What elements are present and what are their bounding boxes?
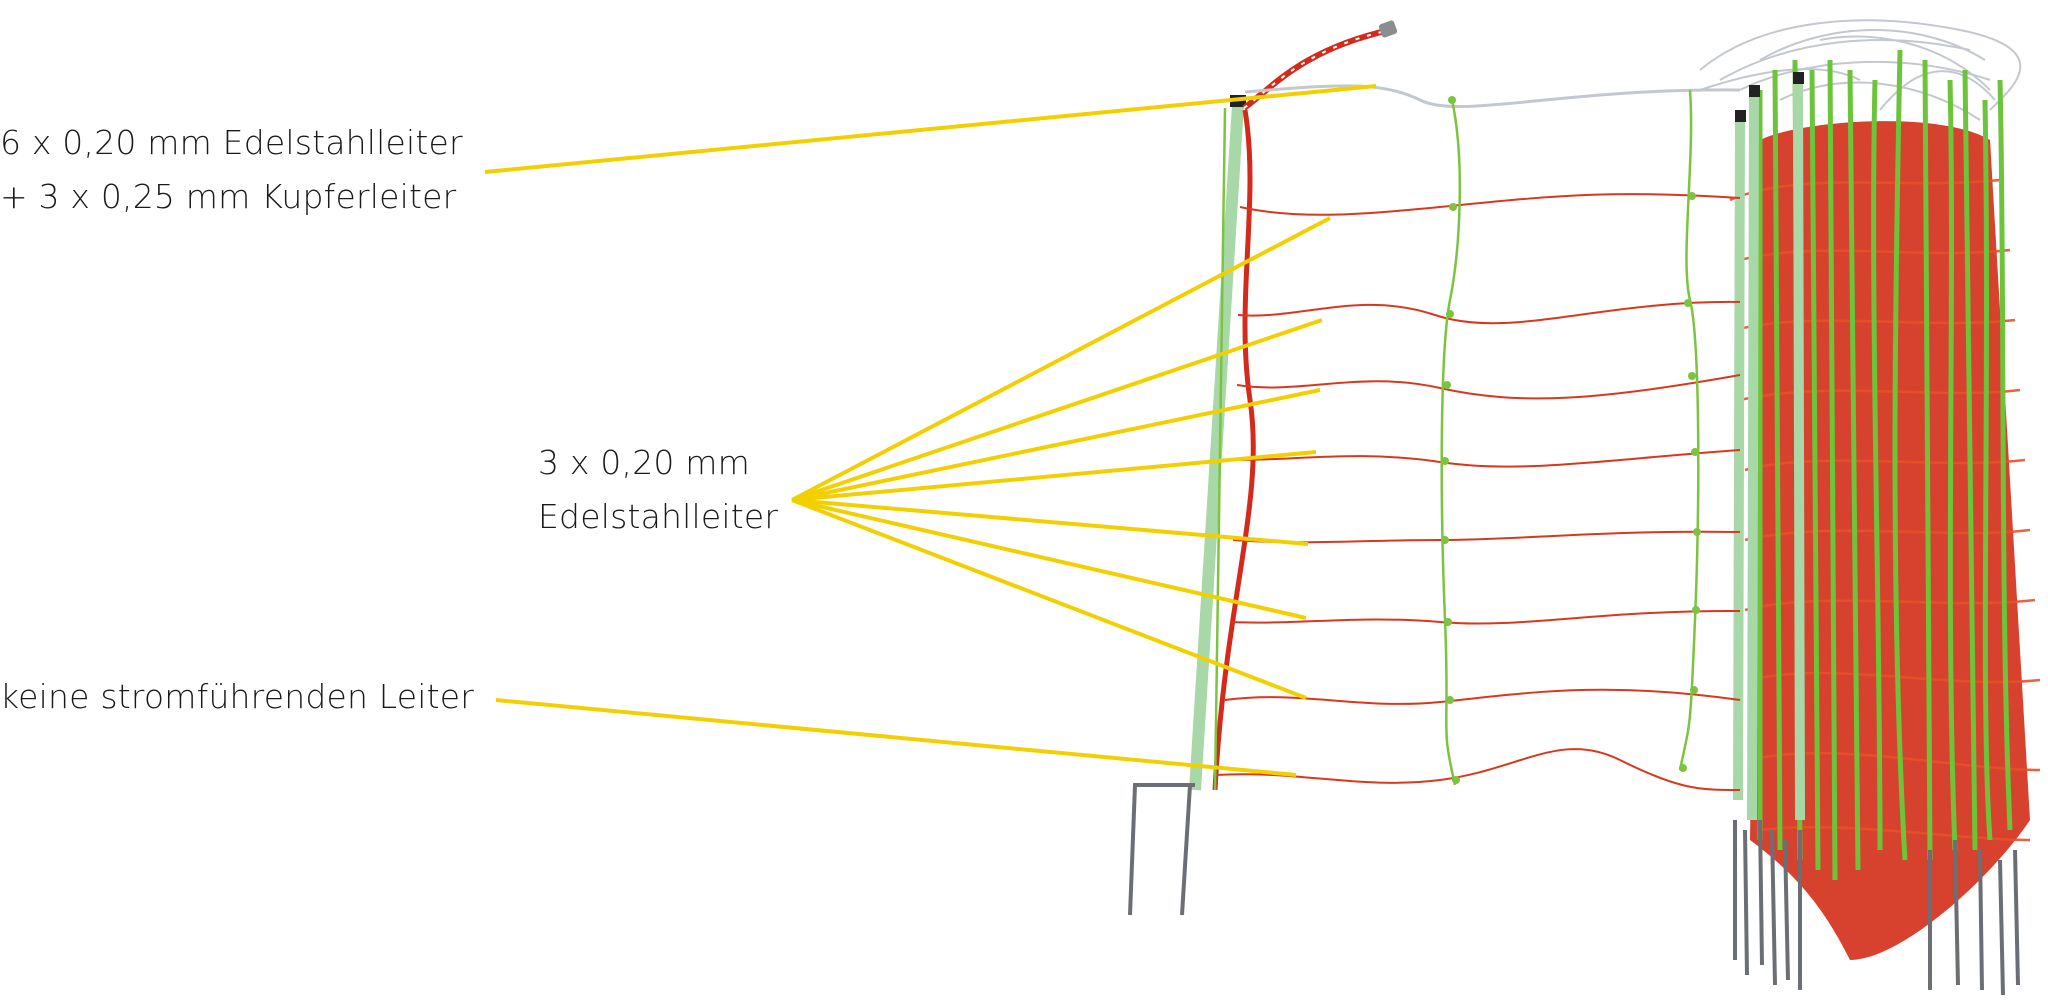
callout-line-top xyxy=(484,84,1377,174)
callout-line-1: keine stromführenden Leiter xyxy=(0,677,475,716)
callout-line-2: + 3 x 0,25 mm Kupferleiter xyxy=(0,177,457,216)
callout-line-mid-6 xyxy=(791,498,1307,620)
callout-line-1: 3 x 0,20 mm xyxy=(538,443,750,482)
callout-line-mid-1 xyxy=(791,216,1331,502)
callout-line-mid-4 xyxy=(791,450,1317,502)
callout-line-bottom xyxy=(495,698,1297,777)
callout-label-middle-strands: 3 x 0,20 mm Edelstahlleiter xyxy=(538,436,778,544)
fence-post xyxy=(1128,20,1398,916)
rolled-net-bundle xyxy=(1699,19,2041,996)
callout-line-2: Edelstahlleiter xyxy=(538,497,779,536)
callout-line-mid-2 xyxy=(791,318,1323,502)
fence-mesh xyxy=(1213,84,1741,791)
callout-lines xyxy=(484,84,1377,777)
callout-label-top-strand: 6 x 0,20 mm Edelstahlleiter + 3 x 0,25 m… xyxy=(0,116,463,224)
callout-line-mid-5 xyxy=(791,498,1309,546)
callout-label-bottom-strand: keine stromführenden Leiter xyxy=(0,670,474,724)
callout-line-mid-7 xyxy=(791,498,1307,700)
callout-line-1: 6 x 0,20 mm Edelstahlleiter xyxy=(0,123,463,162)
callout-line-mid-3 xyxy=(791,388,1321,502)
